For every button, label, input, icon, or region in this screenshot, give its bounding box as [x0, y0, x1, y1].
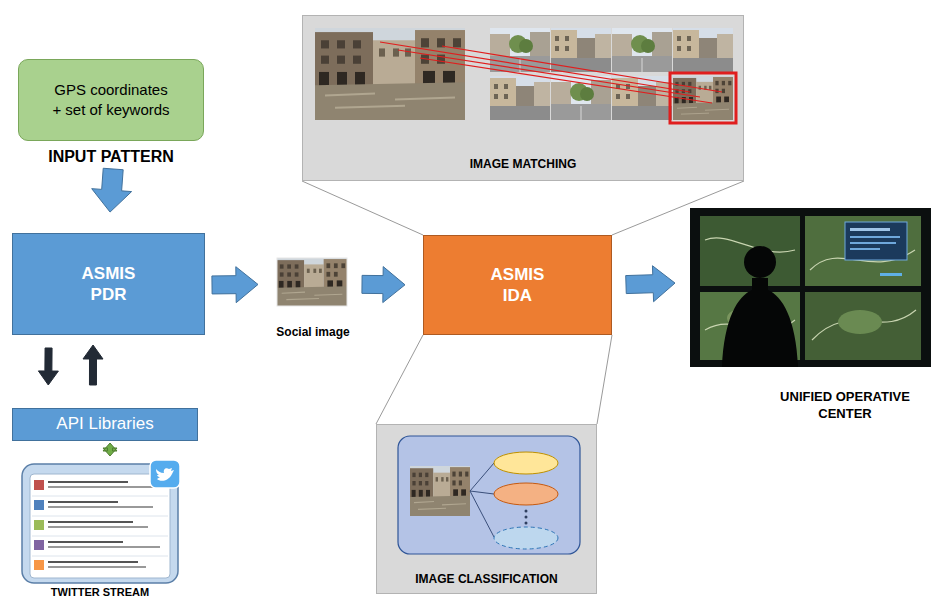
- block-arrow: [212, 267, 258, 303]
- social-feed-illustration-part: [32, 536, 168, 537]
- detail-panel: IMAGE CLASSIFICATION: [376, 424, 597, 594]
- photo-thumb: [277, 258, 347, 306]
- node-text: ASMIS IDA: [482, 264, 554, 307]
- control-room-picture-part: [850, 248, 880, 250]
- control-room-picture: [690, 208, 931, 367]
- class-panel-ground-part: [525, 516, 528, 519]
- control-room-picture-part: [850, 242, 896, 244]
- class-panel-ground-part: [410, 466, 470, 516]
- feed-node: TWITTER STREAM: [18, 460, 182, 599]
- class-panel-ground-part: [494, 483, 558, 505]
- node-text: IMAGE CLASSIFICATION: [415, 573, 557, 587]
- match-panel-ground-part: [302, 15, 744, 181]
- control-room-picture-part: [805, 216, 921, 286]
- match-panel-ground-part: [315, 28, 465, 120]
- input-frame: GPS coordinates + set of keywords: [18, 59, 204, 141]
- match-panel-ground-part: [673, 28, 733, 72]
- detail-panel: IMAGE MATCHING: [302, 15, 744, 181]
- node-text: UNIFIED OPERATIVE CENTER: [760, 389, 930, 423]
- process-box: ASMIS PDR: [12, 233, 205, 335]
- photo-thumb-part: [277, 258, 347, 306]
- class-panel-ground-part: [494, 452, 558, 474]
- social-feed-illustration-part: [48, 566, 146, 568]
- social-feed-illustration-part: [48, 541, 123, 543]
- bird-icon-part: [150, 460, 180, 488]
- match-panel-ground: [302, 15, 744, 181]
- node-text: API Libraries: [56, 414, 153, 434]
- match-panel-ground-part: [380, 42, 722, 103]
- photo-thumb-part: [277, 258, 347, 306]
- control-room-picture-part: [722, 278, 798, 367]
- social-feed-illustration-part: [48, 526, 148, 528]
- node-text: TWITTER STREAM: [51, 586, 149, 599]
- control-room-picture-part: [845, 222, 907, 260]
- control-room-picture-part: [744, 246, 776, 278]
- node-text: IMAGE MATCHING: [470, 158, 576, 172]
- photo-node: Social image: [270, 256, 356, 340]
- block-arrow: [38, 348, 58, 385]
- social-feed-illustration-part: [34, 540, 44, 550]
- bird-icon: [150, 460, 180, 488]
- block-arrow: [103, 443, 117, 456]
- class-panel-ground-part: [470, 463, 494, 537]
- social-feed-illustration-part: [32, 516, 168, 517]
- class-panel-ground-part: [525, 522, 528, 525]
- node-text: Social image: [276, 326, 349, 340]
- heading-text: INPUT PATTERN: [48, 147, 174, 166]
- fan-lines: [302, 181, 744, 235]
- social-feed-illustration-part: [48, 561, 138, 563]
- node-text: ASMIS PDR: [73, 263, 145, 306]
- class-panel-ground-part: [398, 436, 580, 554]
- social-feed-illustration-part: [34, 560, 44, 570]
- fan-lines: [376, 335, 612, 424]
- control-room-picture-part: [690, 208, 931, 367]
- process-box: ASMIS IDA: [423, 235, 612, 335]
- class-panel-ground: [376, 424, 597, 594]
- class-panel-ground-part: [494, 527, 558, 549]
- block-arrow: [626, 266, 675, 302]
- social-feed-illustration-part: [32, 496, 168, 497]
- social-feed-illustration-part: [48, 521, 133, 523]
- block-arrow: [362, 267, 405, 303]
- control-room-picture-part: [880, 273, 902, 276]
- block-arrow: [92, 168, 132, 212]
- social-feed-illustration-part: [34, 500, 44, 510]
- social-feed-illustration-part: [48, 506, 153, 508]
- control-room-picture-part: [838, 310, 882, 334]
- control-room-picture-part: [850, 228, 890, 231]
- class-panel-ground-part: [376, 424, 597, 594]
- social-feed-illustration-part: [48, 481, 128, 483]
- input-box: GPS coordinates + set of keywordsINPUT P…: [18, 40, 204, 166]
- social-feed-illustration-part: [34, 480, 44, 490]
- match-panel-ground-part: [490, 76, 550, 120]
- class-panel-ground-part: [525, 510, 528, 513]
- social-feed-illustration-part: [34, 520, 44, 530]
- control-room-picture-part: [700, 216, 800, 286]
- process-box: API Libraries: [12, 408, 198, 441]
- match-panel-ground-part: [612, 28, 672, 72]
- social-feed-illustration-part: [48, 486, 158, 488]
- block-arrow: [83, 345, 103, 385]
- social-feed-illustration-part: [32, 556, 168, 557]
- social-feed-illustration-part: [30, 474, 170, 578]
- screen-node: UNIFIED OPERATIVE CENTER: [690, 208, 931, 423]
- social-feed-illustration-part: [48, 546, 160, 548]
- control-room-picture-part: [850, 236, 900, 238]
- node-text: GPS coordinates + set of keywords: [50, 80, 172, 119]
- social-feed-illustration-part: [48, 501, 118, 503]
- bird-icon-part: [156, 468, 174, 481]
- control-room-picture-part: [805, 292, 921, 360]
